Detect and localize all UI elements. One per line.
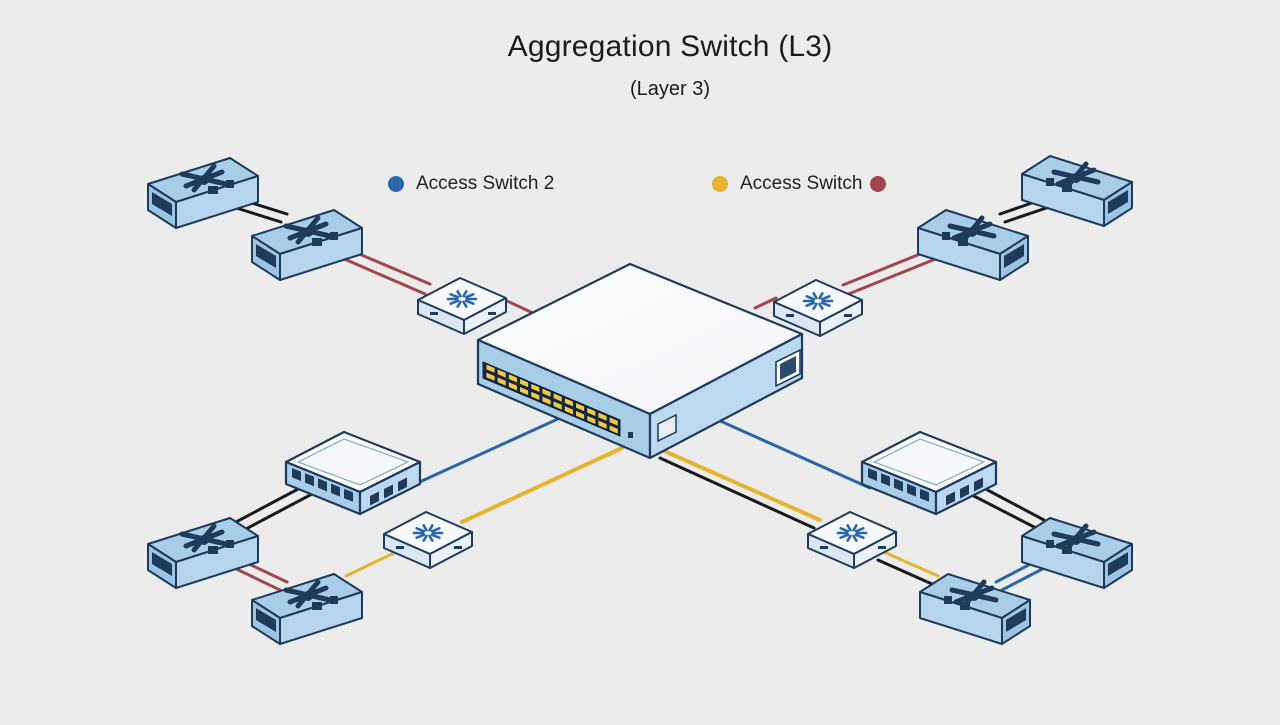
access-switch-sw-2[interactable] — [251, 573, 363, 645]
aggregation-switch[interactable] — [476, 262, 804, 460]
link-aggregation-edge-se — [716, 418, 872, 490]
hub-starburst-icon — [802, 292, 834, 310]
diagram-subtitle: (Layer 3) — [629, 78, 711, 100]
aggregation-port — [597, 411, 608, 423]
aggregation-port — [564, 396, 574, 408]
aggregation-port — [586, 414, 597, 426]
link-nw-hub-aggregation — [503, 298, 537, 316]
link-edge-access-se — [968, 484, 1046, 530]
access-switch-ne-1[interactable] — [1021, 155, 1133, 227]
edge-switch-se[interactable] — [860, 430, 998, 516]
hub-se[interactable] — [807, 511, 897, 569]
hubs — [383, 277, 897, 569]
aggregation-port — [575, 401, 585, 413]
aggregation-port — [608, 424, 619, 435]
edge-switches — [284, 430, 998, 516]
legend-item-access-switch-2: Access Switch 2 — [388, 171, 554, 197]
legend-dot-blue — [388, 176, 404, 192]
access-switch-nw-2[interactable] — [251, 209, 363, 281]
aggregation-port — [597, 419, 608, 431]
hub-starburst-icon — [412, 524, 444, 542]
aggregation-port — [575, 409, 585, 421]
hub-starburst-icon — [446, 290, 478, 308]
aggregation-port — [530, 390, 541, 402]
access-switch-sw-1[interactable] — [147, 517, 259, 589]
switch-emblem-icon — [949, 579, 999, 609]
legend-label: Access Switch 2 — [416, 173, 555, 194]
link-hub-access-se — [876, 550, 940, 586]
link-aggregation-hub-se — [660, 448, 822, 522]
aggregation-port — [485, 371, 496, 383]
aggregation-uplink-port-inner — [780, 356, 796, 380]
legend-dot-red — [870, 176, 887, 192]
link-ne-hub-aggregation — [753, 296, 778, 310]
aggregation-port — [507, 372, 518, 384]
switch-emblem-icon — [179, 523, 229, 553]
aggregation-port — [485, 363, 496, 375]
aggregation-label-plate — [657, 413, 677, 443]
aggregation-port — [530, 382, 541, 394]
link-edge-access-sw — [234, 486, 314, 532]
aggregation-port — [608, 416, 619, 427]
diagram-title: Aggregation Switch (L3) — [507, 30, 833, 63]
aggregation-port — [541, 387, 552, 399]
aggregation-port — [507, 380, 518, 392]
hub-ne[interactable] — [773, 279, 863, 337]
switch-emblem-icon — [947, 215, 997, 245]
diagram-header: Aggregation Switch (L3) (Layer 3) — [0, 30, 1280, 101]
hub-sw[interactable] — [383, 511, 473, 569]
legend-item-access-switch: Access Switch — [712, 171, 887, 197]
edge-switch-sw[interactable] — [284, 430, 422, 516]
hub-nw[interactable] — [417, 277, 507, 335]
aggregation-port — [519, 377, 529, 389]
aggregation-port — [496, 376, 507, 387]
access-switch-nw-1[interactable] — [147, 157, 259, 229]
hub-starburst-icon — [836, 524, 868, 542]
legend-label: Access Switch — [740, 173, 863, 194]
switch-emblem-icon — [1051, 161, 1101, 191]
switch-emblem-icon — [1051, 523, 1101, 553]
aggregation-port — [541, 395, 552, 407]
aggregation-port — [496, 368, 507, 379]
access-switches — [147, 155, 1133, 645]
link-aggregation-hub-sw — [460, 446, 624, 524]
aggregation-port — [564, 404, 574, 416]
link-aggregation-edge-sw — [400, 416, 562, 492]
access-switch-ne-2[interactable] — [917, 209, 1029, 281]
access-switch-se-2[interactable] — [919, 573, 1031, 645]
aggregation-port — [552, 392, 563, 403]
switch-emblem-icon — [283, 579, 333, 609]
switch-emblem-icon — [179, 163, 229, 193]
aggregation-led — [628, 432, 633, 438]
switch-emblem-icon — [283, 215, 333, 245]
link-hub-access-sw — [344, 550, 398, 578]
aggregation-port — [552, 400, 563, 411]
aggregation-port — [519, 385, 529, 397]
aggregation-port — [586, 406, 597, 418]
access-switch-se-1[interactable] — [1021, 517, 1133, 589]
legend-dot-yellow — [712, 176, 728, 192]
link-aggregation-hub-se-dark — [658, 456, 816, 530]
aggregation-port-bank — [485, 363, 619, 435]
